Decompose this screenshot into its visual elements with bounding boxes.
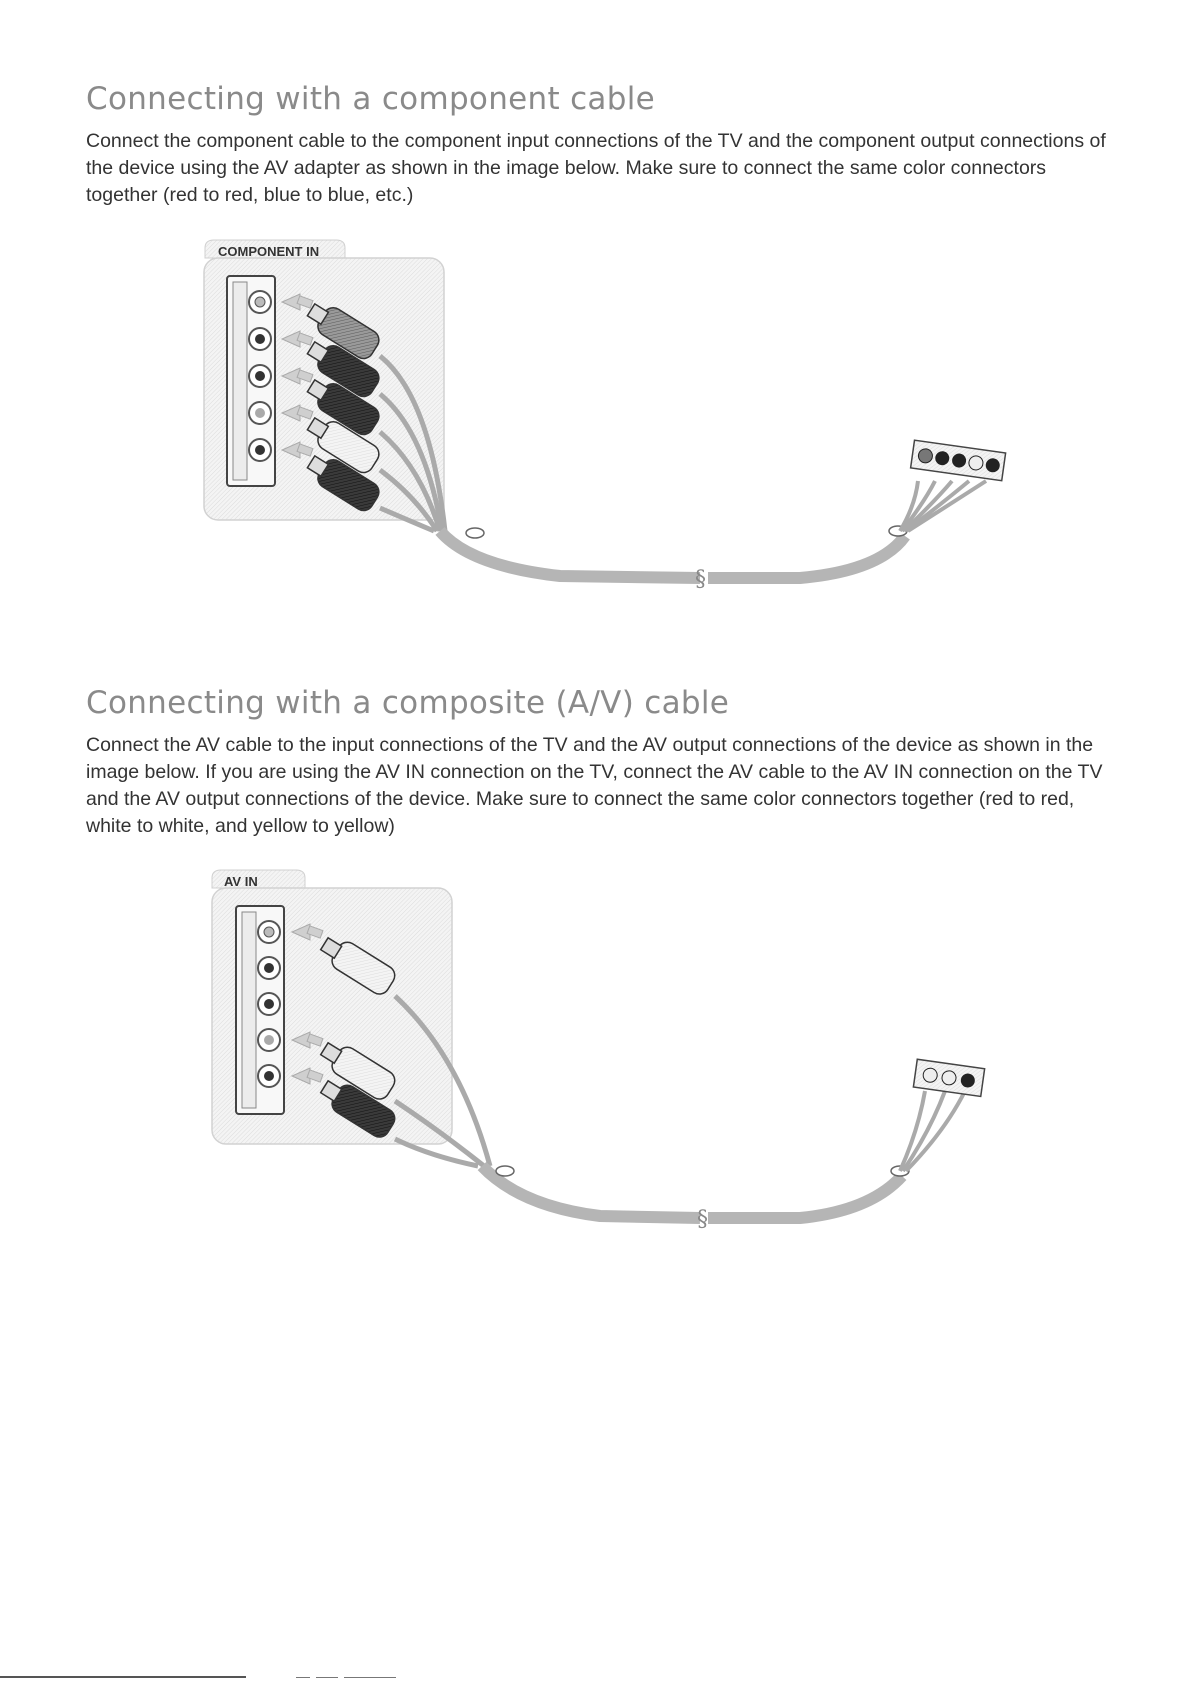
section-component-cable: Connecting with a component cable Connec…	[86, 81, 1116, 209]
jacks	[248, 290, 272, 462]
section-composite-cable: Connecting with a composite (A/V) cable …	[86, 685, 1116, 840]
insert-arrows	[290, 923, 324, 1085]
footer-mark	[316, 1677, 338, 1678]
section-body: Connect the component cable to the compo…	[86, 129, 1106, 206]
device-connector	[912, 1058, 986, 1098]
footer-mark	[296, 1677, 310, 1678]
cable-bundle	[393, 994, 493, 1169]
device-connector	[909, 439, 1007, 482]
port-label-tab	[211, 869, 306, 889]
rca-plugs	[319, 936, 396, 1138]
section-heading: Connecting with a composite (A/V) cable	[86, 685, 730, 721]
main-cable	[435, 526, 701, 584]
port-label: AV IN	[224, 874, 258, 889]
jacks	[257, 920, 281, 1088]
main-cable	[477, 1161, 701, 1224]
svg-text:§: §	[697, 1207, 708, 1232]
cable-bundle	[378, 354, 448, 534]
section-heading: Connecting with a component cable	[86, 81, 655, 117]
port-label: COMPONENT IN	[218, 244, 319, 259]
section-body: Connect the AV cable to the input connec…	[86, 733, 1103, 837]
insert-arrows	[280, 293, 314, 459]
footer-rule	[0, 1676, 246, 1678]
composite-cable-diagram: AV IN §	[0, 866, 1191, 1286]
rca-plugs	[306, 302, 380, 512]
footer-mark	[344, 1677, 396, 1678]
port-label-tab	[204, 239, 346, 259]
component-cable-diagram: COMPONENT IN	[0, 236, 1191, 656]
svg-text:§: §	[695, 567, 706, 592]
